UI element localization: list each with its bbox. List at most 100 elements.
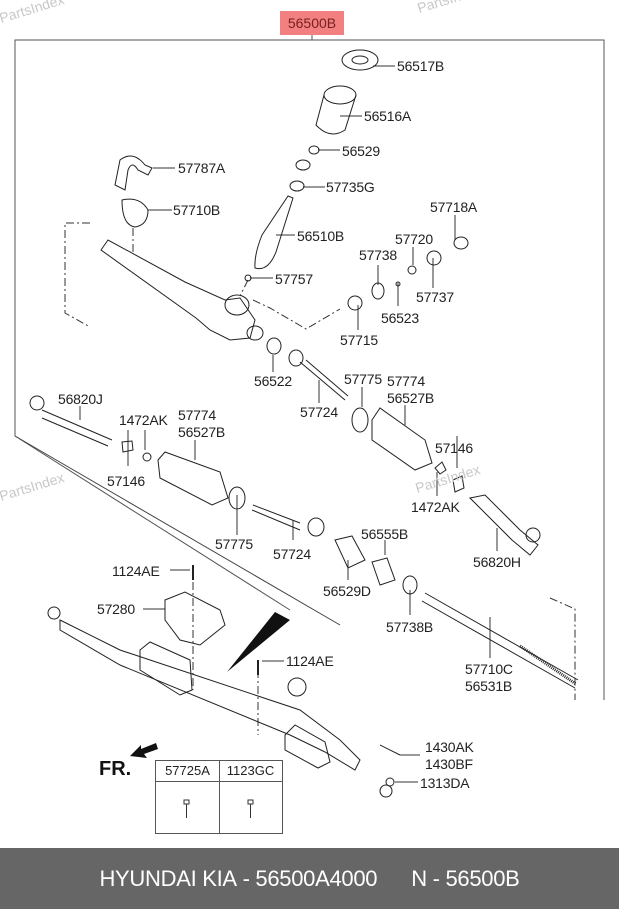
part-56555B-shape — [371, 557, 396, 586]
assembly-number-label[interactable]: 56500B — [280, 11, 344, 35]
part-56529D-shape — [334, 535, 366, 569]
part-56527B-boot-left — [157, 451, 229, 506]
part-label[interactable]: 57710B — [173, 202, 221, 218]
part-57757-shape — [244, 274, 252, 282]
part-label[interactable]: 56523 — [381, 310, 419, 326]
part-57715-shape — [347, 295, 363, 311]
fastener-column[interactable]: 57725A — [156, 761, 220, 833]
part-label[interactable]: 57146 — [435, 440, 473, 456]
part-label[interactable]: 56516A — [364, 108, 412, 124]
part-label[interactable]: 56820H — [473, 554, 521, 570]
part-57146-left-shape — [121, 440, 134, 453]
part-label[interactable]: 57724 — [300, 404, 338, 420]
footer-separator: - — [426, 866, 446, 891]
boot-right-lower — [284, 724, 331, 769]
boot-left-lower — [139, 641, 193, 696]
part-label[interactable]: 56510B — [297, 228, 345, 244]
part-label[interactable]: 57735G — [326, 179, 375, 195]
part-57720-shape — [407, 265, 417, 275]
part-label[interactable]: 56527B — [387, 390, 435, 406]
part-label[interactable]: 1124AE — [112, 563, 160, 579]
part-56529-shape — [308, 145, 320, 155]
part-57718A-shape — [453, 236, 469, 250]
fastener-table: 57725A 1123GC — [155, 760, 283, 834]
part-56820J-shape — [29, 395, 45, 411]
part-label[interactable]: 57774 — [178, 407, 216, 423]
part-label[interactable]: 56527B — [178, 424, 226, 440]
part-57146-right-shape — [452, 475, 465, 493]
front-direction-label: FR. — [99, 758, 132, 780]
footer-bar: HYUNDAI KIA - 56500A4000 N - 56500B — [0, 848, 619, 909]
part-label[interactable]: 57787A — [178, 160, 226, 176]
part-label[interactable]: 57146 — [107, 473, 145, 489]
part-label[interactable]: 56531B — [465, 678, 513, 694]
part-57737-shape — [426, 250, 442, 266]
part-label[interactable]: 57718A — [430, 199, 478, 215]
part-label[interactable]: 56820J — [58, 391, 103, 407]
part-label[interactable]: 56529D — [323, 583, 371, 599]
fastener-column-header: 1123GC — [219, 761, 282, 782]
part-label[interactable]: 1472AK — [119, 412, 168, 428]
part-label[interactable]: 1430AK — [425, 739, 474, 755]
pinion-top-lower — [287, 677, 307, 697]
steering-gear-assembly-lower — [59, 619, 361, 771]
part-label[interactable]: 56517B — [397, 58, 445, 74]
part-label[interactable]: 57774 — [387, 373, 425, 389]
diagram-drawing — [14, 33, 605, 818]
part-57735G-shape — [289, 180, 305, 192]
part-label[interactable]: 57738B — [386, 619, 434, 635]
front-arrow-icon — [130, 743, 158, 758]
part-label[interactable]: 1313DA — [420, 775, 470, 791]
fastener-column-header: 57725A — [156, 761, 219, 782]
footer-ref-number: 56500B — [445, 866, 520, 891]
leader-lines — [79, 65, 498, 783]
footer-separator: - — [236, 866, 256, 891]
part-56510B-shape — [254, 195, 294, 270]
part-label[interactable]: 56522 — [254, 373, 292, 389]
part-label[interactable]: 1472AK — [411, 499, 460, 515]
part-56527B-boot-upper — [371, 407, 433, 471]
part-label[interactable]: 57715 — [340, 332, 378, 348]
footer-ref-prefix: N — [411, 866, 427, 891]
part-57280-shape — [164, 591, 226, 646]
part-1472AK-left-shape — [142, 452, 152, 462]
part-1430AK-shape — [379, 744, 401, 756]
part-label[interactable]: 1430BF — [425, 756, 473, 772]
part-shapes — [29, 49, 579, 798]
part-57738-shape — [371, 282, 385, 300]
part-56516A-shape — [323, 85, 357, 105]
part-57710B-shape — [121, 198, 149, 228]
part-56522-shape — [266, 337, 282, 355]
part-label[interactable]: 57720 — [395, 231, 433, 247]
frame-diagonal — [14, 435, 341, 626]
footer-part-number: 56500A4000 — [255, 866, 378, 891]
part-label[interactable]: 56555B — [361, 526, 409, 542]
part-label[interactable]: 57757 — [275, 271, 313, 287]
part-1313DA-shape — [385, 777, 395, 787]
part-56820H-shape — [468, 494, 539, 556]
part-57775-mid-shape — [228, 486, 246, 510]
part-label[interactable]: 57280 — [97, 601, 135, 617]
part-label[interactable]: 57738 — [359, 247, 397, 263]
part-57710C-shape — [424, 592, 579, 681]
fastener-column[interactable]: 1123GC — [219, 761, 282, 833]
part-label[interactable]: 57710C — [465, 661, 513, 677]
part-56517B-shape — [341, 49, 379, 71]
part-label[interactable]: 57724 — [273, 546, 311, 562]
part-1472AK-right-shape — [434, 461, 447, 475]
footer-brand: HYUNDAI KIA — [99, 866, 237, 891]
part-label[interactable]: 57775 — [344, 371, 382, 387]
part-57738B-shape — [402, 575, 418, 595]
part-57724-shape — [288, 349, 304, 367]
dashed-guides — [64, 222, 576, 735]
table-bolts — [183, 799, 254, 818]
parts-diagram: PartsIndex PartsIndex PartsIndex PartsIn… — [0, 0, 605, 834]
part-56523-shape — [395, 281, 401, 287]
part-label[interactable]: 56529 — [342, 143, 380, 159]
part-label[interactable]: 1124AE — [286, 653, 334, 669]
part-57787A-shape — [114, 155, 153, 191]
direction-wedge — [227, 612, 290, 672]
part-label[interactable]: 57737 — [416, 289, 454, 305]
rack-housing-upper — [100, 239, 256, 341]
part-label[interactable]: 57775 — [215, 536, 253, 552]
